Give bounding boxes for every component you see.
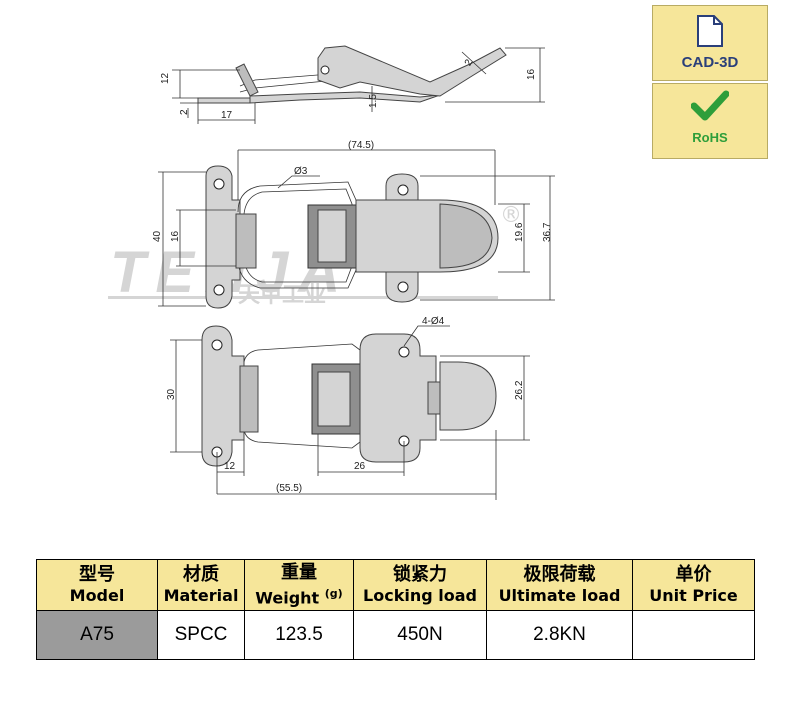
header-ultimate-load-zh: 极限荷载 <box>523 564 596 585</box>
cell-locking-load: 450N <box>353 610 487 660</box>
cell-model: A75 <box>36 610 158 660</box>
side-view: 12 2 17 1.5 2 16 <box>160 45 545 124</box>
spec-table-header-row: 型号 Model 材质 Material 重量 Weight (g) 锁紧力 L… <box>36 559 755 611</box>
dim-side-4: 1.5 <box>368 94 379 108</box>
rohs-label: RoHS <box>692 130 728 145</box>
checkmark-icon <box>691 90 729 121</box>
dim-bottom-4: 12 <box>224 461 236 472</box>
header-weight-en: Weight <box>255 588 320 608</box>
dim-top-4: 16 <box>170 230 181 242</box>
cell-material: SPCC <box>157 610 245 660</box>
dim-side-3: 17 <box>221 110 233 121</box>
dim-side-6: 16 <box>526 68 537 80</box>
document-icon <box>697 15 723 47</box>
header-material: 材质 Material <box>157 559 245 611</box>
dim-bottom-1: 4-Ø4 <box>422 316 445 327</box>
header-unit-price-en: Unit Price <box>649 586 738 605</box>
header-locking-load: 锁紧力 Locking load <box>353 559 487 611</box>
header-locking-load-en: Locking load <box>363 586 477 605</box>
dim-bottom-2: 30 <box>166 388 177 400</box>
header-material-zh: 材质 <box>183 564 219 585</box>
cad-3d-badge[interactable]: CAD-3D <box>652 5 768 81</box>
header-unit-price: 单价 Unit Price <box>632 559 755 611</box>
dim-top-2: Ø3 <box>294 166 308 177</box>
header-model-en: Model <box>69 586 125 605</box>
dim-top-6: 36.7 <box>542 222 553 242</box>
header-model: 型号 Model <box>36 559 158 611</box>
dim-side-1: 12 <box>160 72 171 84</box>
header-material-en: Material <box>163 586 239 605</box>
dim-bottom-6: (55.5) <box>276 483 302 494</box>
dim-top-5: 19.6 <box>514 222 525 242</box>
header-unit-price-zh: 单价 <box>675 564 712 585</box>
cell-unit-price <box>632 610 755 660</box>
dim-bottom-3: 26.2 <box>514 380 525 400</box>
dim-side-2: 2 <box>179 109 190 115</box>
table-row: A75 SPCC 123.5 450N 2.8KN <box>36 610 755 660</box>
header-model-zh: 型号 <box>79 564 115 585</box>
header-weight-zh: 重量 <box>281 561 317 583</box>
header-weight-en-wrap: Weight (g) <box>245 584 353 608</box>
header-weight: 重量 Weight (g) <box>244 559 354 611</box>
rohs-badge: RoHS <box>652 83 768 159</box>
cell-ultimate-load: 2.8KN <box>486 610 633 660</box>
header-ultimate-load-en: Ultimate load <box>498 586 621 605</box>
dim-bottom-5: 26 <box>354 461 366 472</box>
header-ultimate-load: 极限荷载 Ultimate load <box>486 559 633 611</box>
spec-table: 型号 Model 材质 Material 重量 Weight (g) 锁紧力 L… <box>36 559 755 660</box>
dim-top-1: (74.5) <box>348 140 374 151</box>
watermark-mark: ® <box>500 203 522 228</box>
bottom-view: 4-Ø4 30 26.2 12 26 (55.5) <box>166 316 530 500</box>
cell-weight: 123.5 <box>244 610 354 660</box>
cad-3d-label: CAD-3D <box>681 54 739 71</box>
dim-side-5: 2 <box>463 57 476 68</box>
technical-drawing: TENJA 天甲工业 ® 12 2 17 1.5 2 16 <box>108 45 555 500</box>
header-locking-load-zh: 锁紧力 <box>393 564 447 585</box>
watermark-cjk: 天甲工业 <box>238 283 326 308</box>
top-view: (74.5) Ø3 40 16 19.6 36.7 <box>152 140 555 309</box>
header-weight-unit: (g) <box>324 586 343 600</box>
dim-top-3: 40 <box>152 230 163 242</box>
